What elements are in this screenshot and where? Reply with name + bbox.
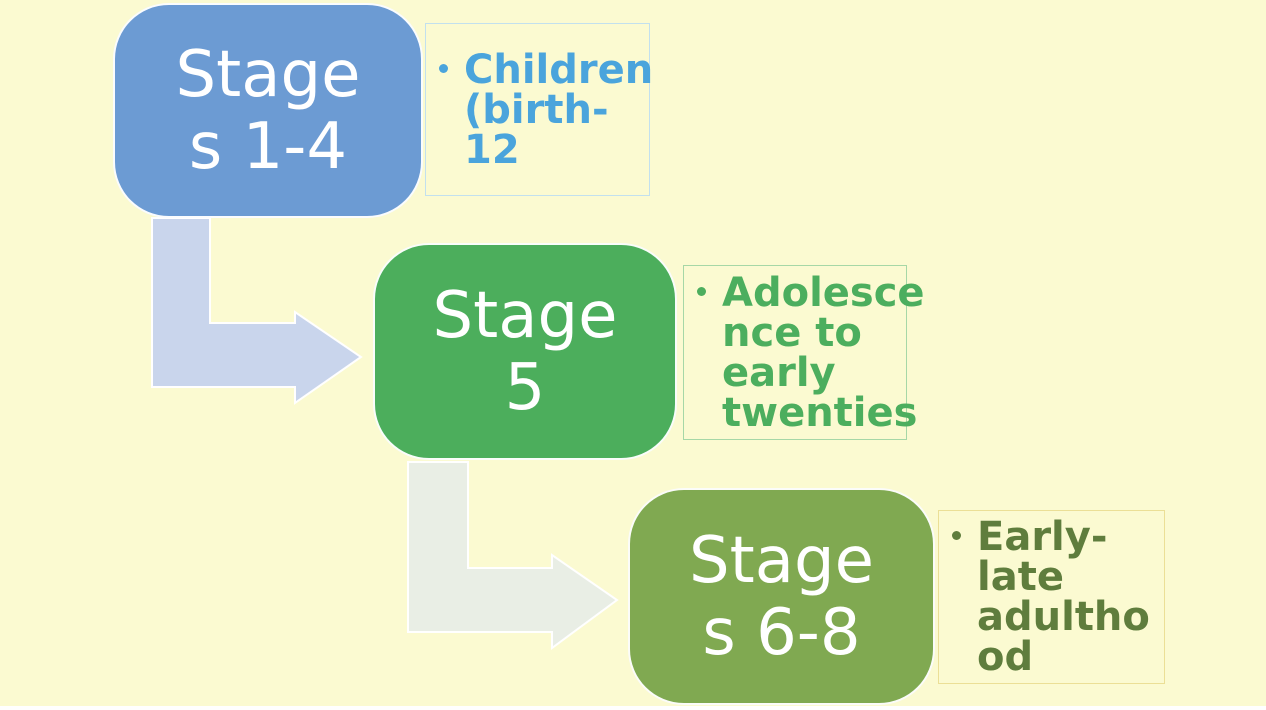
elbow-arrow-icon-1 [151, 217, 363, 405]
bullet-icon [952, 531, 961, 540]
bullet-item: Children (birth- 12 [426, 50, 653, 170]
stage-6-8-label: Stage s 6-8 [689, 523, 874, 670]
stage-6-8-description-box[interactable]: Early- late adultho od [938, 510, 1165, 684]
stage-5-description-text: Adolesce nce to early twenties [722, 269, 925, 436]
stage-1-4-description-box[interactable]: Children (birth- 12 [425, 23, 653, 196]
stage-6-8-description-text: Early- late adultho od [977, 514, 1150, 680]
stage-1-4-shape[interactable]: Stage s 1-4 [113, 3, 423, 218]
elbow-arrow-icon-2 [407, 461, 619, 650]
stage-5-label: Stage 5 [432, 278, 618, 425]
bullet-item: Adolesce nce to early twenties [684, 273, 925, 433]
stage-5-description-box[interactable]: Adolesce nce to early twenties [683, 265, 925, 440]
stage-1-4-description-text: Children (birth- 12 [464, 46, 654, 173]
stage-6-8-shape[interactable]: Stage s 6-8 [628, 488, 935, 705]
stage-1-4-label: Stage s 1-4 [175, 37, 361, 184]
bullet-item: Early- late adultho od [939, 517, 1150, 677]
slide-bottom-edge [0, 706, 1266, 710]
bullet-icon [697, 286, 706, 296]
stage-5-shape[interactable]: Stage 5 [373, 243, 677, 460]
bullet-icon [439, 63, 448, 73]
